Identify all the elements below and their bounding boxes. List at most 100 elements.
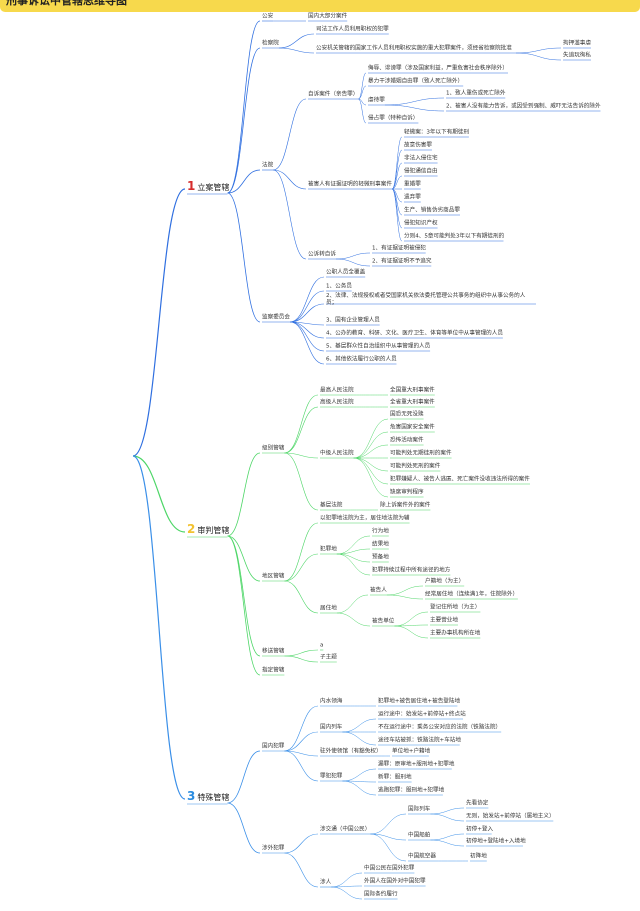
- level5-topic[interactable]: 主要营业地: [430, 617, 458, 624]
- level3-topic[interactable]: 以犯罪地法院为主，居住地法院为辅: [320, 515, 410, 522]
- level4-topic[interactable]: 结果地: [372, 541, 389, 548]
- level2-topic[interactable]: 地区管辖: [262, 573, 285, 580]
- level3-topic[interactable]: 罪犯犯罪: [320, 773, 343, 780]
- level4-topic[interactable]: 国际条约履行: [364, 891, 398, 898]
- level4-topic[interactable]: 新罪：服刑地: [378, 774, 412, 781]
- level4-topic[interactable]: 重婚罪: [404, 181, 421, 188]
- level4-topic[interactable]: 犯罪地+被告居住地+被告登陆地: [378, 698, 461, 705]
- level4-topic[interactable]: 恐怖活动案件: [390, 437, 424, 444]
- level2-topic[interactable]: 级别管辖: [262, 445, 285, 452]
- level5-topic[interactable]: 户籍地（为主）: [425, 578, 465, 585]
- level4-topic[interactable]: 生产、销售伪劣商品罪: [404, 207, 460, 214]
- level3-topic[interactable]: 6、其他依法履行公职的人员: [326, 356, 397, 363]
- level3-topic[interactable]: 高级人民法院: [320, 399, 354, 406]
- level5-topic[interactable]: 初停地+登陆地+入境地: [466, 838, 526, 845]
- level4-topic[interactable]: 可能判处死刑的案件: [390, 463, 441, 470]
- level4-topic[interactable]: 侵犯知识产权: [404, 220, 438, 227]
- level4-topic[interactable]: 暴力干涉婚姻自由罪（致人死亡除外）: [368, 78, 464, 85]
- level4-topic[interactable]: 非法入侵住宅: [404, 155, 438, 162]
- level3-topic[interactable]: a: [320, 642, 324, 649]
- level2-topic[interactable]: 国内犯罪: [262, 743, 285, 750]
- level5-topic[interactable]: 经常居住地（连续满1年，住院除外）: [425, 591, 519, 598]
- level4-topic[interactable]: 不在运行途中：乘务公安对应的法院（铁路法院）: [378, 724, 502, 731]
- level3-topic[interactable]: 基层法院: [320, 502, 343, 509]
- level5-topic[interactable]: 无则，始发站+前停站（属地主义）: [466, 813, 555, 820]
- level3-topic[interactable]: 公职人员全覆盖: [326, 269, 366, 276]
- level4-topic[interactable]: 分则4、5章可能判处3年以下有期徒刑的: [404, 233, 505, 240]
- level4-topic[interactable]: 缺席审判程序: [390, 489, 424, 496]
- level4-topic[interactable]: 危害国家安全案件: [390, 424, 435, 431]
- level4-topic[interactable]: 国际列车: [408, 806, 431, 813]
- level4-topic[interactable]: 犯罪持续过程中所有途径的地方: [372, 567, 451, 574]
- level3-topic[interactable]: 5、基层群众性自治组织中从事管理的人员: [326, 343, 431, 350]
- level5-topic[interactable]: 先看协定: [466, 800, 489, 807]
- level4-topic[interactable]: 中国船舶: [408, 832, 431, 839]
- level4-topic[interactable]: 1、有证据证明被侵犯: [372, 245, 426, 252]
- level4-topic[interactable]: 可能判处无期徒刑的案件: [390, 450, 452, 457]
- level4-topic[interactable]: 国恐无死没赎: [390, 411, 424, 418]
- level3-topic[interactable]: 公诉转自诉: [308, 251, 336, 258]
- root-topic[interactable]: 刑事诉讼中管辖思维导图: [0, 0, 640, 12]
- level4-topic[interactable]: 侵占罪（特种自诉）: [368, 115, 419, 122]
- level2-topic[interactable]: 法院: [262, 162, 274, 169]
- level2-topic[interactable]: 公安: [262, 13, 274, 20]
- level4-topic[interactable]: 被告人: [370, 587, 387, 594]
- level4-topic[interactable]: 外国人在国外对中国犯罪: [364, 878, 426, 885]
- level3-topic[interactable]: 子主题: [320, 654, 337, 661]
- level2-topic[interactable]: 指定管辖: [262, 667, 285, 674]
- level4-topic[interactable]: 轻微案：3年以下有期徒刑: [404, 129, 470, 136]
- level2-topic[interactable]: 监察委员会: [262, 314, 290, 321]
- level5-topic[interactable]: 2、被害人没有能力告诉，或因受到强制、威吓无法告诉的除外: [446, 103, 601, 110]
- level3-topic[interactable]: 4、公办的教育、科研、文化、医疗卫生、体育等单位中从事管理的人员: [326, 330, 503, 337]
- level3-topic[interactable]: 中级人民法院: [320, 450, 354, 457]
- level4-topic[interactable]: 被告单位: [372, 618, 395, 625]
- level4-topic[interactable]: 漏罪：原审地+服刑地+犯罪地: [378, 761, 455, 768]
- level4-topic[interactable]: 运行途中：始发站+前停站+终点站: [378, 711, 466, 718]
- level2-topic[interactable]: 涉外犯罪: [262, 845, 285, 852]
- level3-topic[interactable]: 涉人: [320, 879, 332, 886]
- level4-topic[interactable]: 中国航空器: [408, 853, 436, 860]
- level3-topic[interactable]: 公安机关管辖的国家工作人员利用职权实施的重大犯罪案件，须经省检察院批准: [316, 45, 512, 52]
- level3-topic[interactable]: 司法工作人员利用职权的犯罪: [316, 26, 389, 33]
- level3-topic[interactable]: 国内列车: [320, 724, 343, 731]
- level4-topic[interactable]: 单位地+户籍地: [392, 748, 431, 755]
- level4-topic[interactable]: 全国重大刑事案件: [390, 387, 435, 394]
- level4-topic[interactable]: 2、有证据证明不予追究: [372, 258, 432, 265]
- level5-topic[interactable]: 初停+登入: [466, 826, 494, 833]
- level3-topic[interactable]: 2、法律、法规授权或者受国家机关依法委托管理公共事务的组织中从事公务的人员；: [326, 293, 526, 306]
- level4-topic[interactable]: 虐待罪: [368, 97, 385, 104]
- level4-topic[interactable]: 逃跑犯罪：服刑地+犯罪地: [378, 787, 445, 794]
- level2-topic[interactable]: 移送管辖: [262, 648, 285, 655]
- level3-topic[interactable]: 国内大部分案件: [308, 13, 348, 20]
- level4-topic[interactable]: 全省重大刑事案件: [390, 399, 435, 406]
- level4-topic[interactable]: 除上诉案件外的案件: [380, 502, 431, 509]
- level3-topic[interactable]: 3、国有企业管理人员: [326, 317, 380, 324]
- level3-topic[interactable]: 犯罪地: [320, 546, 337, 553]
- level5-topic[interactable]: 主要办事机构所在地: [430, 630, 481, 637]
- level2-topic[interactable]: 检察院: [262, 40, 279, 47]
- level4-topic[interactable]: 中国公民在国外犯罪: [364, 865, 415, 872]
- level3-topic[interactable]: 被害人有证据证明的轻微刑事案件: [308, 181, 392, 188]
- level4-topic[interactable]: 预备地: [372, 554, 389, 561]
- level3-topic[interactable]: 驻外使领馆（有豁免权）: [320, 748, 382, 755]
- level5-topic[interactable]: 初降地: [470, 853, 487, 860]
- level3-topic[interactable]: 内水领海: [320, 698, 343, 705]
- level5-topic[interactable]: 1、致人重伤或死亡除外: [446, 90, 506, 97]
- level4-topic[interactable]: 途径车站被抓：铁路法院+车站地: [378, 737, 461, 744]
- level3-topic[interactable]: 自诉案件（亲告罪）: [308, 91, 359, 98]
- level5-topic[interactable]: 登记住所地（为主）: [430, 604, 481, 611]
- level3-topic[interactable]: 最高人民法院: [320, 387, 354, 394]
- level4-topic[interactable]: 行为地: [372, 528, 389, 535]
- level4-topic[interactable]: 失追玩徇私: [563, 52, 591, 59]
- level3-topic[interactable]: 1、公务员: [326, 283, 352, 290]
- level3-topic[interactable]: 涉交通（中国公民）: [320, 826, 371, 833]
- level4-topic[interactable]: 拘押滥事虐: [563, 40, 591, 47]
- level4-topic[interactable]: 侮辱、诽谤罪（涉及国家利益，严重危害社会秩序除外）: [368, 65, 508, 72]
- level4-topic[interactable]: 侵犯通信自由: [404, 168, 438, 175]
- level4-topic[interactable]: 故意伤害罪: [404, 142, 432, 149]
- level4-topic[interactable]: 遗弃罪: [404, 194, 421, 201]
- level3-topic[interactable]: 居住地: [320, 605, 337, 612]
